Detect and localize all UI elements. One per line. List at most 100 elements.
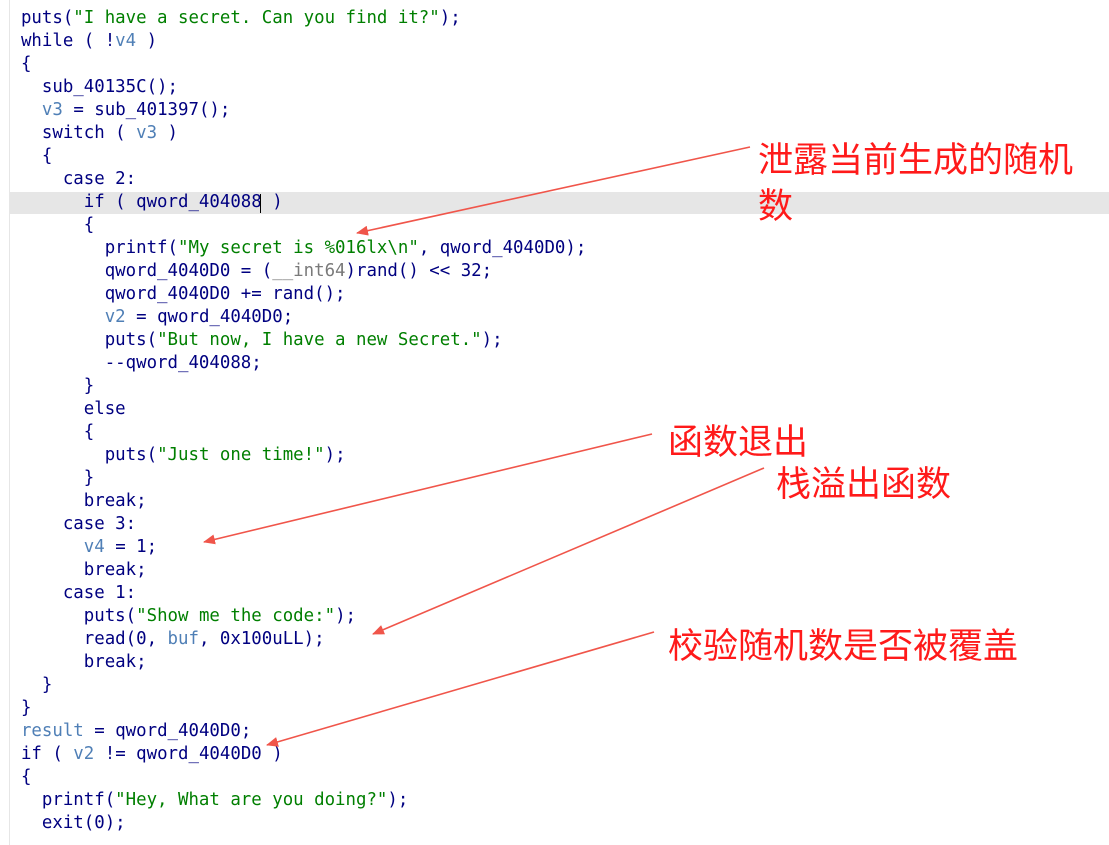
code-token: , 0x100uLL); [198, 629, 325, 649]
code-token: { [0, 767, 32, 787]
code-token [0, 721, 21, 741]
variable-token: v3 [41, 100, 63, 120]
type-token: __int64 [272, 261, 346, 281]
code-line[interactable]: else [0, 398, 1109, 421]
annotation-leak-random: 泄露当前生成的随机数 [758, 141, 1074, 227]
code-line[interactable]: } [0, 467, 1109, 490]
code-token: { [0, 215, 95, 235]
code-line[interactable]: sub_40135C(); [0, 76, 1109, 99]
code-line[interactable]: break; [0, 559, 1109, 582]
code-token: --qword_404088; [0, 353, 262, 373]
code-token: puts( [0, 8, 74, 28]
code-token: = sub_401397(); [62, 100, 231, 120]
code-token: case 2: [0, 169, 137, 189]
variable-token: v2 [104, 307, 126, 327]
code-token: read(0, [0, 629, 168, 649]
code-token: { [0, 54, 32, 74]
code-token: = qword_4040D0; [83, 721, 252, 741]
annotation-stack-overflow: 栈溢出函数 [776, 465, 952, 505]
code-token: ) [136, 31, 158, 51]
code-token: break; [0, 652, 147, 672]
code-token: break; [0, 560, 147, 580]
code-token: ); [324, 445, 346, 465]
text-cursor [260, 194, 261, 213]
code-line[interactable]: puts("But now, I have a new Secret."); [0, 329, 1109, 352]
code-line[interactable]: --qword_404088; [0, 352, 1109, 375]
string-literal: "But now, I have a new Secret." [157, 330, 482, 350]
variable-token: v4 [115, 31, 137, 51]
editor-gutter [0, 0, 10, 845]
string-literal: "Just one time!" [157, 445, 325, 465]
code-token: else [0, 399, 126, 419]
code-line[interactable]: { [0, 766, 1109, 789]
code-token: if ( qword_404088 ) [0, 192, 283, 212]
string-literal: "Show me the code:" [136, 606, 336, 626]
code-token: )rand() << 32; [345, 261, 493, 281]
code-line[interactable]: if ( qword_404088 ) [0, 191, 1109, 214]
code-token [0, 537, 84, 557]
code-token: break; [0, 491, 147, 511]
code-token: puts( [0, 445, 158, 465]
code-line[interactable]: result = qword_4040D0; [0, 720, 1109, 743]
code-token: exit(0); [0, 813, 126, 833]
code-line[interactable]: break; [0, 490, 1109, 513]
code-token: ) [157, 123, 179, 143]
code-line[interactable]: puts("I have a secret. Can you find it?"… [0, 7, 1109, 30]
code-token: ); [387, 790, 409, 810]
code-line[interactable]: printf("My secret is %016lx\n", qword_40… [0, 237, 1109, 260]
code-line[interactable]: } [0, 375, 1109, 398]
variable-token: buf [167, 629, 199, 649]
code-line[interactable]: v4 = 1; [0, 536, 1109, 559]
code-line[interactable]: break; [0, 651, 1109, 674]
code-token: qword_4040D0 += rand(); [0, 284, 346, 304]
code-token: = qword_4040D0; [125, 307, 294, 327]
code-token: , qword_4040D0); [418, 238, 587, 258]
pseudocode-listing[interactable]: puts("I have a secret. Can you find it?"… [0, 7, 1109, 835]
code-token: { [0, 146, 53, 166]
code-token: puts( [0, 606, 137, 626]
code-line[interactable]: case 2: [0, 168, 1109, 191]
code-line[interactable]: qword_4040D0 += rand(); [0, 283, 1109, 306]
code-line[interactable]: } [0, 674, 1109, 697]
code-line[interactable]: case 1: [0, 582, 1109, 605]
code-line[interactable]: v2 = qword_4040D0; [0, 306, 1109, 329]
string-literal: "My secret is %016lx\n" [178, 238, 419, 258]
code-line[interactable]: printf("Hey, What are you doing?"); [0, 789, 1109, 812]
variable-token: v2 [73, 744, 95, 764]
code-token: while ( ! [0, 31, 116, 51]
code-token: case 1: [0, 583, 137, 603]
code-line[interactable]: while ( !v4 ) [0, 30, 1109, 53]
annotation-function-exit: 函数退出 [668, 423, 809, 463]
code-token: case 3: [0, 514, 137, 534]
code-line[interactable]: if ( v2 != qword_4040D0 ) [0, 743, 1109, 766]
code-token: switch ( [0, 123, 137, 143]
code-token: } [0, 376, 95, 396]
code-line[interactable]: exit(0); [0, 812, 1109, 835]
code-line[interactable]: } [0, 697, 1109, 720]
code-token: printf( [0, 238, 178, 258]
string-literal: "Hey, What are you doing?" [115, 790, 388, 810]
code-token: { [0, 422, 95, 442]
variable-token: v4 [83, 537, 105, 557]
code-line[interactable]: { [0, 145, 1109, 168]
code-line[interactable]: v3 = sub_401397(); [0, 99, 1109, 122]
code-token: ); [335, 606, 357, 626]
annotation-check-overwrite: 校验随机数是否被覆盖 [668, 627, 1019, 667]
code-token: } [0, 675, 53, 695]
code-token [0, 307, 105, 327]
code-token: } [0, 698, 32, 718]
code-line[interactable]: { [0, 53, 1109, 76]
string-literal: "I have a secret. Can you find it?" [73, 8, 440, 28]
code-line[interactable]: { [0, 214, 1109, 237]
code-line[interactable]: { [0, 421, 1109, 444]
code-token: = 1; [104, 537, 158, 557]
code-token: qword_4040D0 = ( [0, 261, 273, 281]
code-line[interactable]: qword_4040D0 = (__int64)rand() << 32; [0, 260, 1109, 283]
code-line[interactable]: puts("Show me the code:"); [0, 605, 1109, 628]
code-token: printf( [0, 790, 116, 810]
code-line[interactable]: switch ( v3 ) [0, 122, 1109, 145]
code-token: sub_40135C(); [0, 77, 178, 97]
code-line[interactable]: case 3: [0, 513, 1109, 536]
variable-token: result [20, 721, 84, 741]
